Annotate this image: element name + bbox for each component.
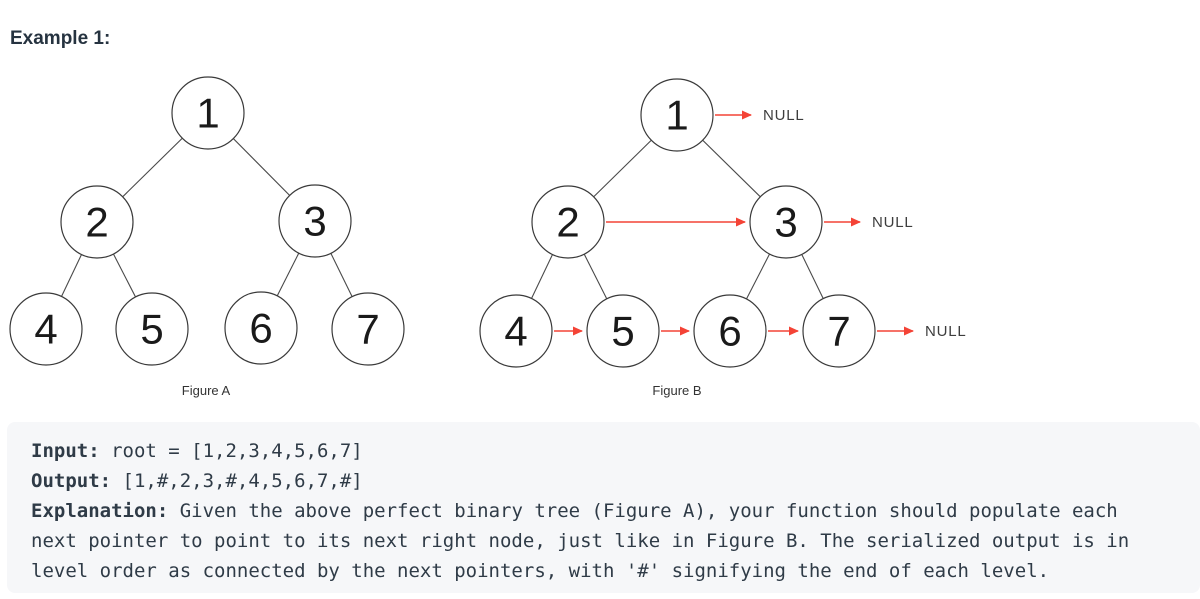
tree-node	[693, 294, 767, 368]
tree-node	[9, 292, 83, 366]
null-label: NULL	[763, 107, 805, 124]
tree-node	[749, 185, 823, 259]
tree-node	[278, 184, 352, 258]
figure-caption: Figure B	[652, 383, 701, 398]
tree-node	[171, 76, 245, 150]
tree-node-label: 4	[504, 308, 527, 355]
null-label: NULL	[872, 214, 914, 231]
explanation-label: Explanation:	[31, 500, 169, 522]
tree-node	[802, 294, 876, 368]
tree-node-label: 4	[34, 306, 57, 353]
output-line: Output: [1,#,2,3,#,4,5,6,7,#]	[31, 466, 1151, 496]
tree-node-label: 2	[85, 199, 108, 246]
tree-node-label: 6	[718, 308, 741, 355]
tree-node	[331, 292, 405, 366]
input-value: root = [1,2,3,4,5,6,7]	[99, 440, 363, 462]
tree-node-label: 2	[556, 199, 579, 246]
null-label: NULL	[925, 323, 967, 340]
tree-node	[60, 185, 134, 259]
output-label: Output:	[31, 470, 112, 492]
tree-node-label: 5	[140, 306, 163, 353]
example-box: Input: root = [1,2,3,4,5,6,7] Output: [1…	[7, 422, 1200, 593]
tree-node-label: 7	[356, 306, 379, 353]
tree-node	[531, 185, 605, 259]
tree-node-label: 3	[303, 198, 326, 245]
tree-node-label: 1	[665, 92, 688, 139]
explanation-line: Explanation: Given the above perfect bin…	[31, 496, 1151, 586]
tree-node-label: 6	[249, 305, 272, 352]
explanation-text: Given the above perfect binary tree (Fig…	[31, 500, 1141, 582]
tree-node-label: 7	[827, 308, 850, 355]
tree-node	[479, 294, 553, 368]
tree-node	[586, 294, 660, 368]
tree-node-label: 1	[196, 90, 219, 137]
tree-node-label: 3	[774, 199, 797, 246]
output-value: [1,#,2,3,#,4,5,6,7,#]	[111, 470, 363, 492]
tree-node	[640, 78, 714, 152]
tree-node	[224, 291, 298, 365]
input-line: Input: root = [1,2,3,4,5,6,7]	[31, 436, 1151, 466]
tree-node	[115, 292, 189, 366]
tree-node-label: 5	[611, 308, 634, 355]
example-heading: Example 1:	[10, 28, 111, 49]
figure-caption: Figure A	[182, 383, 231, 398]
input-label: Input:	[31, 440, 100, 462]
